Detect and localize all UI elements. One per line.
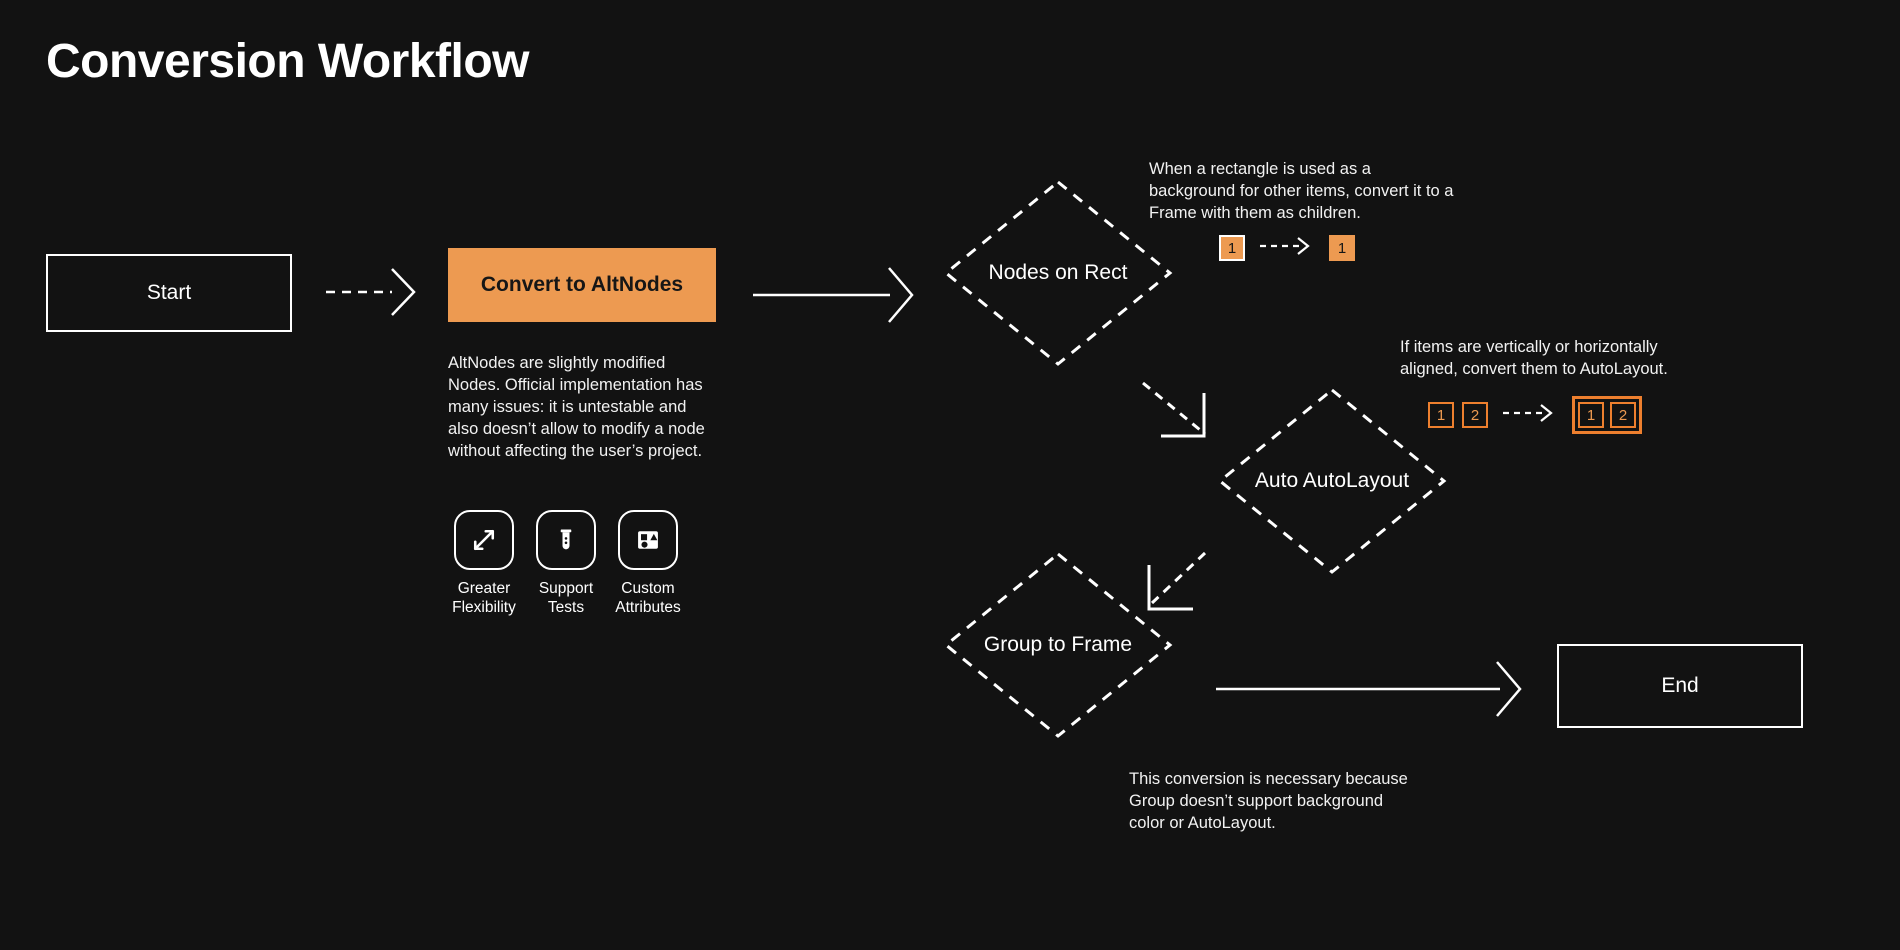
badge-before-1: 1 [1428,402,1454,428]
badge-after-1: 1 [1578,402,1604,428]
diamond-outline [943,180,1173,366]
badge-before-1: 1 [1219,235,1245,261]
feature-greater-flexibility-label: Greater Flexibility [452,580,516,616]
shapes-icon [618,510,678,570]
node-start-label: Start [146,281,192,304]
badge-after-1: 1 [1329,235,1355,261]
expand-arrows-icon [454,510,514,570]
node-convert-label: Convert to AltNodes [480,273,684,296]
feature-greater-flexibility[interactable]: Greater Flexibility [452,510,516,617]
auto-autolayout-badge-diagram: 1 2 1 2 [1428,396,1642,434]
feature-support-tests[interactable]: Support Tests [534,510,598,617]
test-tube-icon [536,510,596,570]
feature-support-tests-label: Support Tests [538,580,594,616]
node-nodes-on-rect[interactable]: Nodes on Rect [942,178,1174,368]
node-auto-autolayout-label: Auto AutoLayout [1254,469,1410,492]
node-nodes-on-rect-label: Nodes on Rect [988,261,1128,284]
diamond-outline [1217,388,1447,574]
auto-autolayout-description: If items are vertically or horizontally … [1400,338,1668,378]
connector-start-to-convert [326,268,416,316]
badge-transform-arrow-icon [1502,403,1558,428]
node-start[interactable]: Start [46,254,292,332]
badge-transform-arrow-icon [1259,236,1315,261]
group-to-frame-description: This conversion is necessary because Gro… [1129,770,1408,832]
connector-group-to-frame-to-end [1216,661,1522,717]
node-convert-to-altnodes[interactable]: Convert to AltNodes [448,248,716,322]
page-title: Conversion Workflow [46,35,530,88]
node-auto-autolayout[interactable]: Auto AutoLayout [1216,386,1448,576]
connector-nodes-on-rect-to-auto-autolayout [1142,381,1206,438]
feature-list: Greater Flexibility Support Tests [452,510,681,617]
node-group-to-frame-label: Group to Frame [983,633,1133,656]
feature-custom-attributes[interactable]: Custom Attributes [615,510,681,617]
node-end[interactable]: End [1557,644,1803,728]
badge-group-before: 1 2 [1428,402,1488,428]
nodes-on-rect-badge-diagram: 1 1 [1219,235,1355,261]
badge-after-2: 2 [1610,402,1636,428]
node-end-label: End [1661,674,1699,697]
badge-before-2: 2 [1462,402,1488,428]
connector-convert-to-nodes-on-rect [753,267,914,323]
nodes-on-rect-description: When a rectangle is used as a background… [1149,160,1454,222]
altnodes-description: AltNodes are slightly modified Nodes. Of… [448,354,705,460]
diamond-outline [943,552,1173,738]
feature-custom-attributes-label: Custom Attributes [615,580,681,616]
node-group-to-frame[interactable]: Group to Frame [942,550,1174,740]
badge-group-after-frame: 1 2 [1572,396,1642,434]
